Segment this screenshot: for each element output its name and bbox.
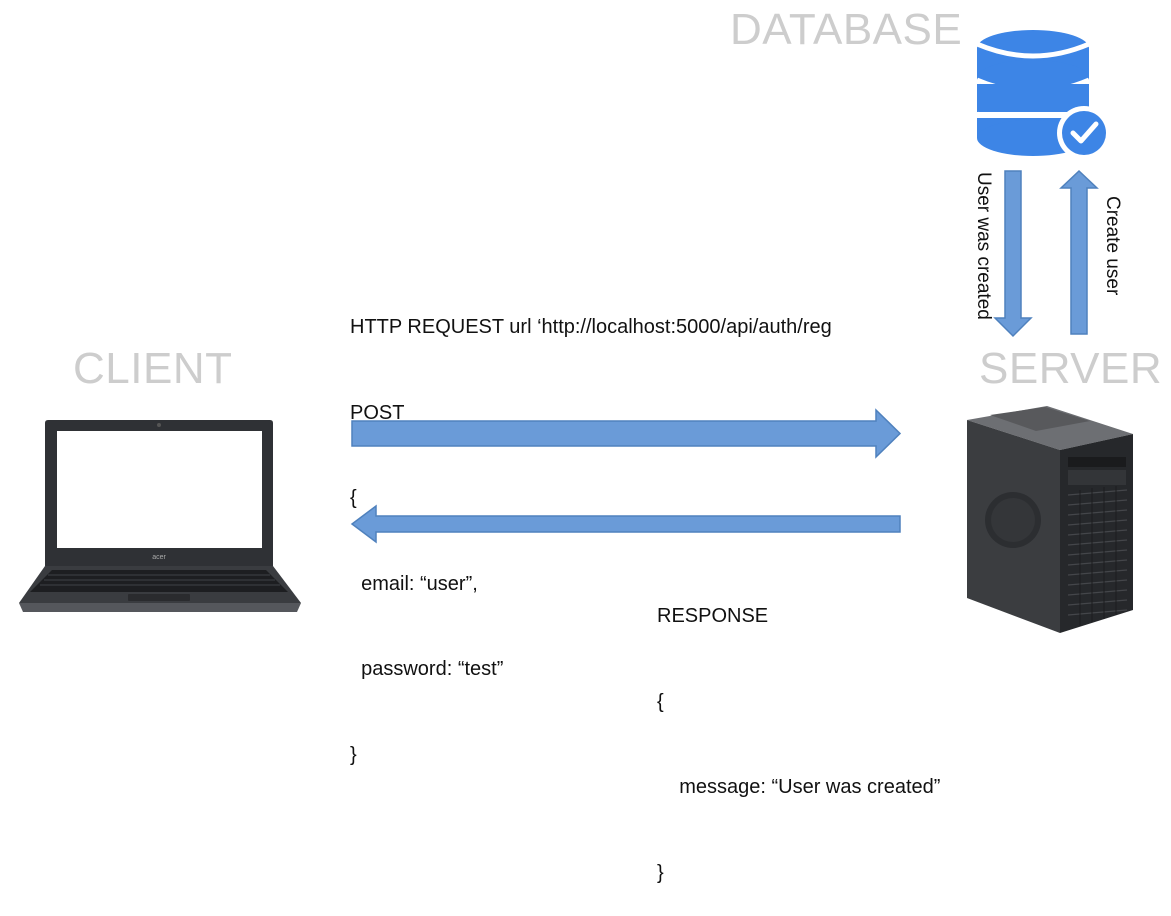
- diagram-canvas: acer: [19, 30, 1133, 633]
- server-label: SERVER: [979, 344, 1163, 393]
- svg-text:acer: acer: [152, 554, 166, 561]
- client-label: CLIENT: [73, 344, 233, 393]
- request-line: email: “user”,: [350, 572, 478, 595]
- response-text: RESPONSE { message: “User was created” }: [657, 545, 940, 916]
- db-down-arrow: [993, 170, 1033, 338]
- request-line: {: [350, 487, 357, 509]
- database-check-icon: [976, 30, 1111, 160]
- request-line: HTTP REQUEST url ‘http://localhost:5000/…: [350, 316, 832, 338]
- db-up-label: Create user: [1102, 196, 1123, 296]
- response-arrow: [350, 504, 901, 544]
- response-line: {: [657, 690, 664, 713]
- db-down-label: User was created: [973, 172, 994, 320]
- db-up-arrow: [1059, 169, 1099, 335]
- laptop-icon: acer: [19, 420, 301, 612]
- response-line: RESPONSE: [657, 605, 769, 627]
- response-line: }: [657, 861, 664, 884]
- tower-pc-icon: [967, 406, 1133, 633]
- request-arrow: [351, 408, 902, 459]
- response-line: message: “User was created”: [657, 776, 941, 798]
- request-line: POST: [350, 401, 405, 424]
- database-label: DATABASE: [730, 5, 963, 54]
